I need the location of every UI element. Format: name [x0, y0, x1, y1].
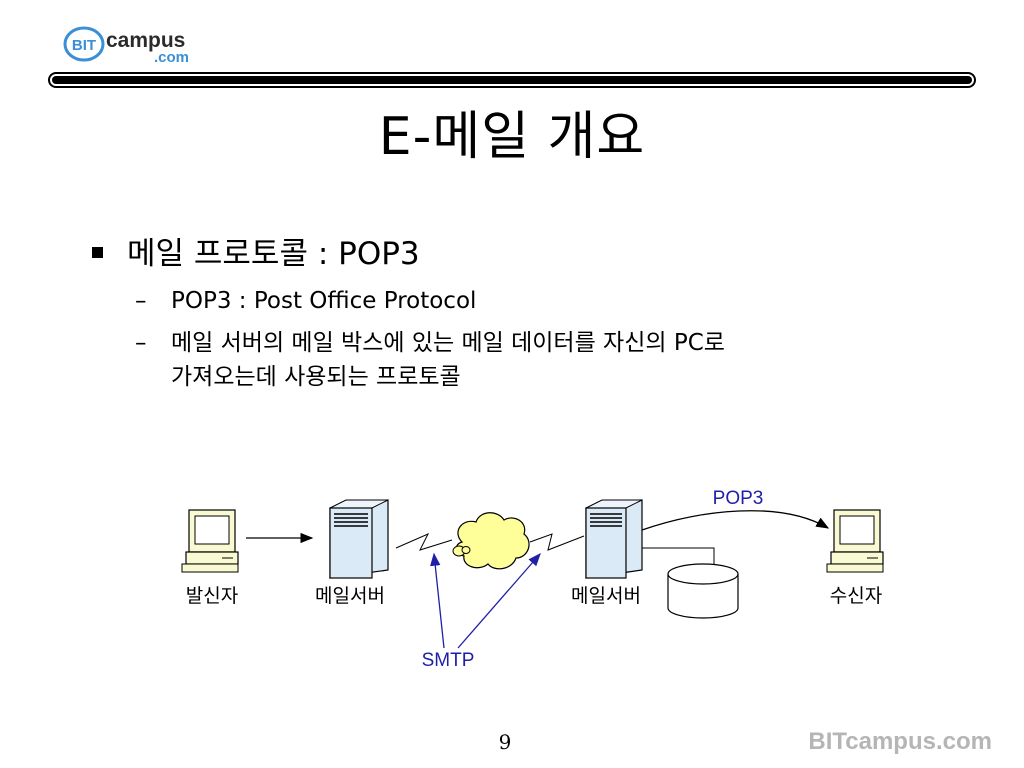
bullet-square-icon	[92, 247, 103, 258]
sub-bullet-2-line-1: 메일 서버의 메일 박스에 있는 메일 데이터를 자신의 PC로	[171, 330, 725, 356]
logo-com-text: .com	[154, 49, 189, 66]
pop3-label: POP3	[713, 488, 764, 509]
header-divider-bar	[48, 72, 976, 88]
mail-server-1-icon	[329, 499, 389, 579]
sub-bullet-1: –POP3 : Post Office Protocol	[135, 284, 476, 318]
sub-bullet-2-line-2: 가져오는데 사용되는 프로토콜	[171, 364, 461, 390]
email-flow-diagram: 발신자 메일서버 SMTP 메일서버	[181, 488, 884, 671]
sub-bullet-1-text: POP3 : Post Office Protocol	[171, 288, 477, 314]
pop3-arrow	[641, 510, 830, 531]
internet-cloud-icon	[452, 512, 530, 570]
sender-label: 발신자	[186, 585, 238, 607]
main-bullet-text: 메일 프로토콜 : POP3	[127, 236, 420, 272]
slide-title: E-메일 개요	[378, 107, 646, 167]
logo-campus-text: campus	[106, 29, 185, 52]
mail-server-2-icon	[585, 499, 643, 579]
page-number: 9	[498, 730, 512, 754]
main-bullet: 메일 프로토콜 : POP3	[92, 232, 420, 276]
footer-brand: BITcampus.com	[808, 728, 992, 755]
sub-bullet-dash: –	[135, 330, 147, 356]
bitcampus-logo: BIT campus .com	[63, 26, 189, 66]
mailbox-storage-icon	[667, 563, 739, 619]
mail-server-1-label: 메일서버	[315, 585, 385, 607]
sub-bullet-2: –메일 서버의 메일 박스에 있는 메일 데이터를 자신의 PC로 가져오는데 …	[135, 326, 725, 394]
smtp-arrow-left	[430, 552, 445, 649]
sub-bullet-dash: –	[135, 288, 147, 314]
network-link-right	[529, 533, 585, 551]
receiver-label: 수신자	[830, 585, 882, 607]
smtp-arrow-right	[457, 553, 541, 649]
smtp-label: SMTP	[422, 650, 475, 671]
server-storage-link	[642, 547, 715, 566]
mail-server-2-label: 메일서버	[571, 585, 641, 607]
receiver-computer-icon	[826, 509, 884, 573]
network-link-left	[395, 532, 453, 551]
sender-computer-icon	[181, 509, 239, 573]
logo-bit-text: BIT	[72, 37, 96, 54]
